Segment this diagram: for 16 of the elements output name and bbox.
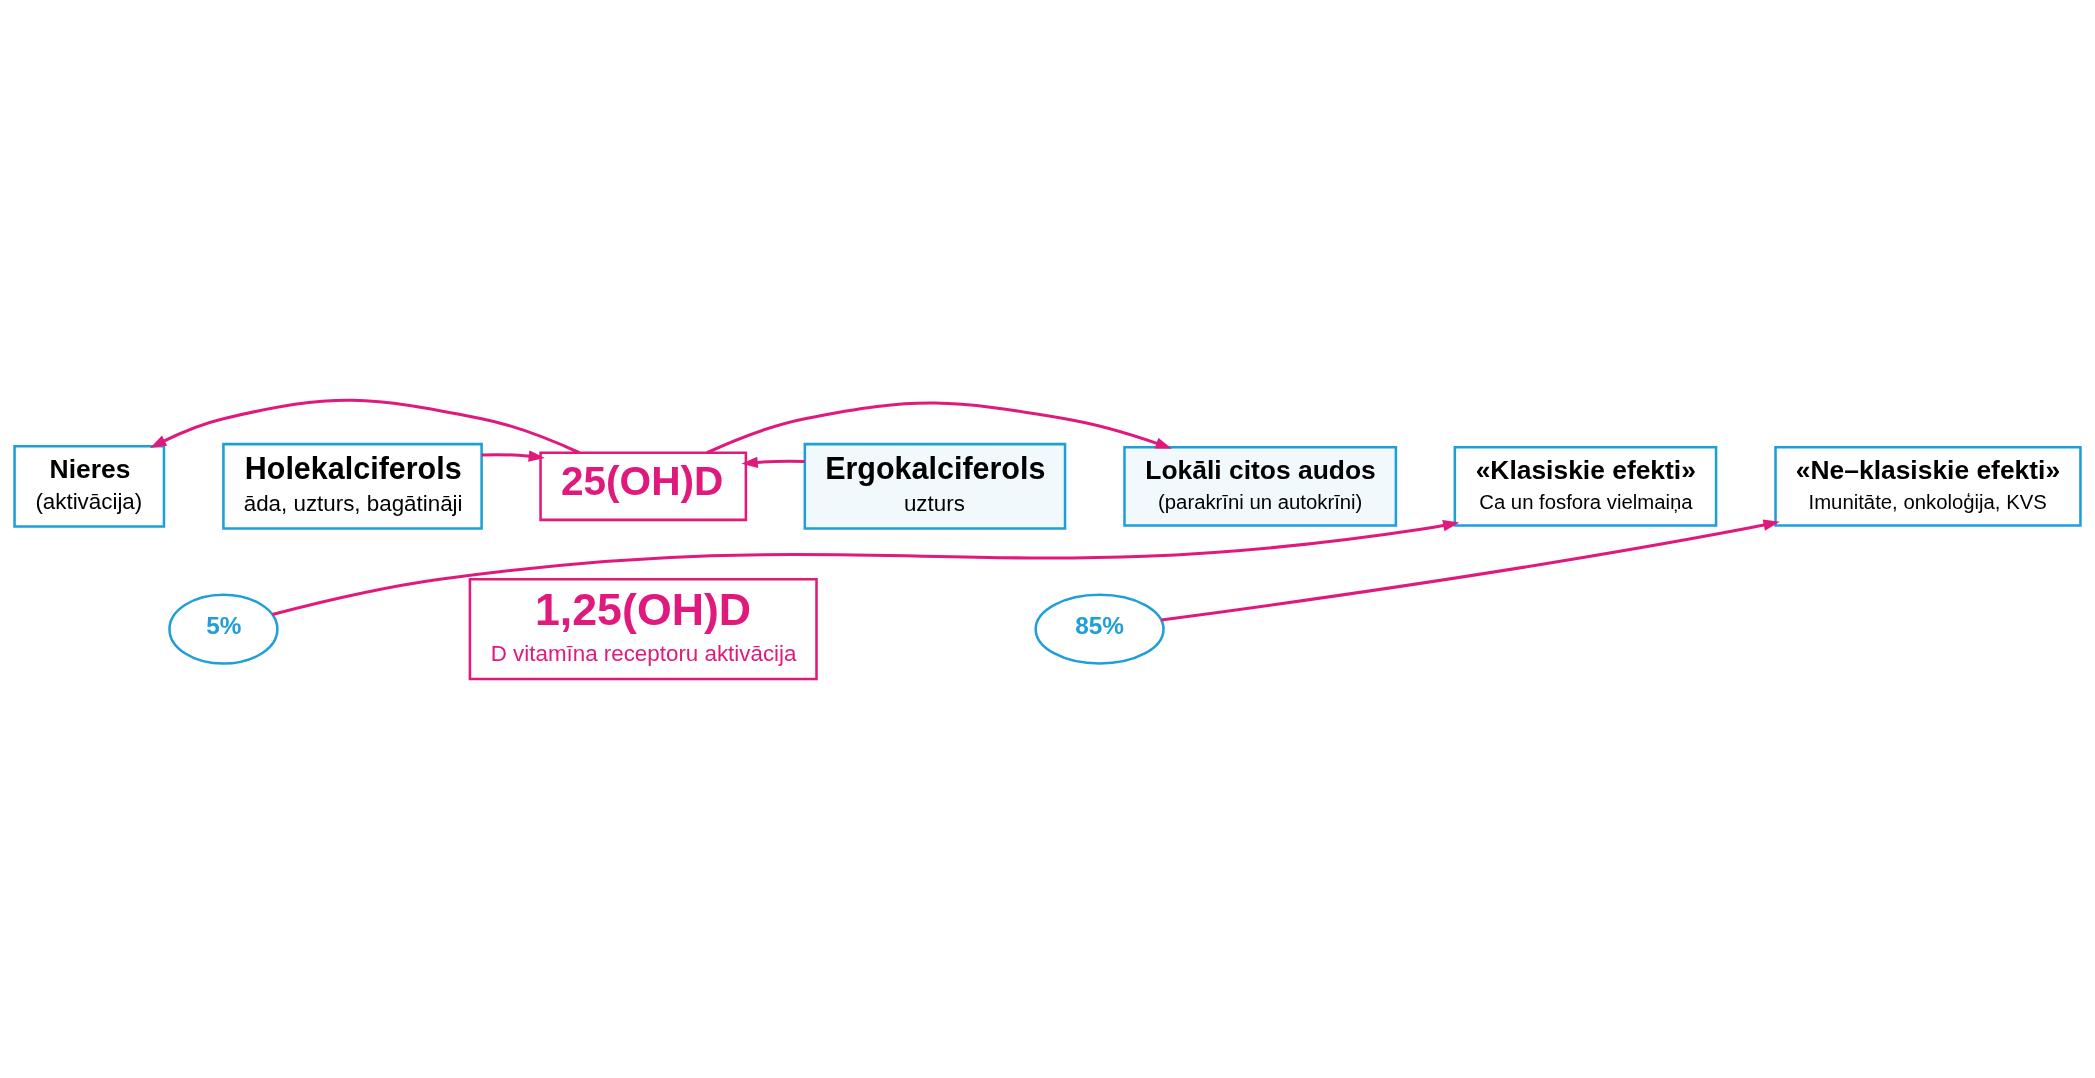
node-ellipse: 85%: [1034, 592, 1165, 665]
arrow: [741, 456, 805, 468]
node-box: «Ne–klasiskie efekti» Imunitāte, onkoloģija, KVS: [1774, 445, 2082, 527]
arrow: [1161, 518, 1780, 622]
node-box: «Klasiskie efekti» Ca un fosfora vielmaiņa: [1453, 445, 1718, 527]
node-box: 25(OH)D: [539, 451, 748, 521]
arrow: [481, 449, 545, 462]
arrow: [150, 398, 581, 454]
node-box: Ergokalciferols uzturs: [803, 442, 1067, 530]
arrow: [706, 401, 1172, 454]
node-ellipse: 5%: [168, 592, 279, 665]
node-box: Nieres (aktivācija): [13, 444, 166, 528]
node-box: Holekalciferols āda, uzturs, bagātināji: [222, 442, 483, 530]
node-box: Lokāli citos audos (parakrīni un autokrīni): [1123, 445, 1398, 527]
arrow: [272, 519, 1460, 616]
node-box: 1,25(OH)D D vitamīna receptoru aktivācija: [468, 577, 818, 680]
